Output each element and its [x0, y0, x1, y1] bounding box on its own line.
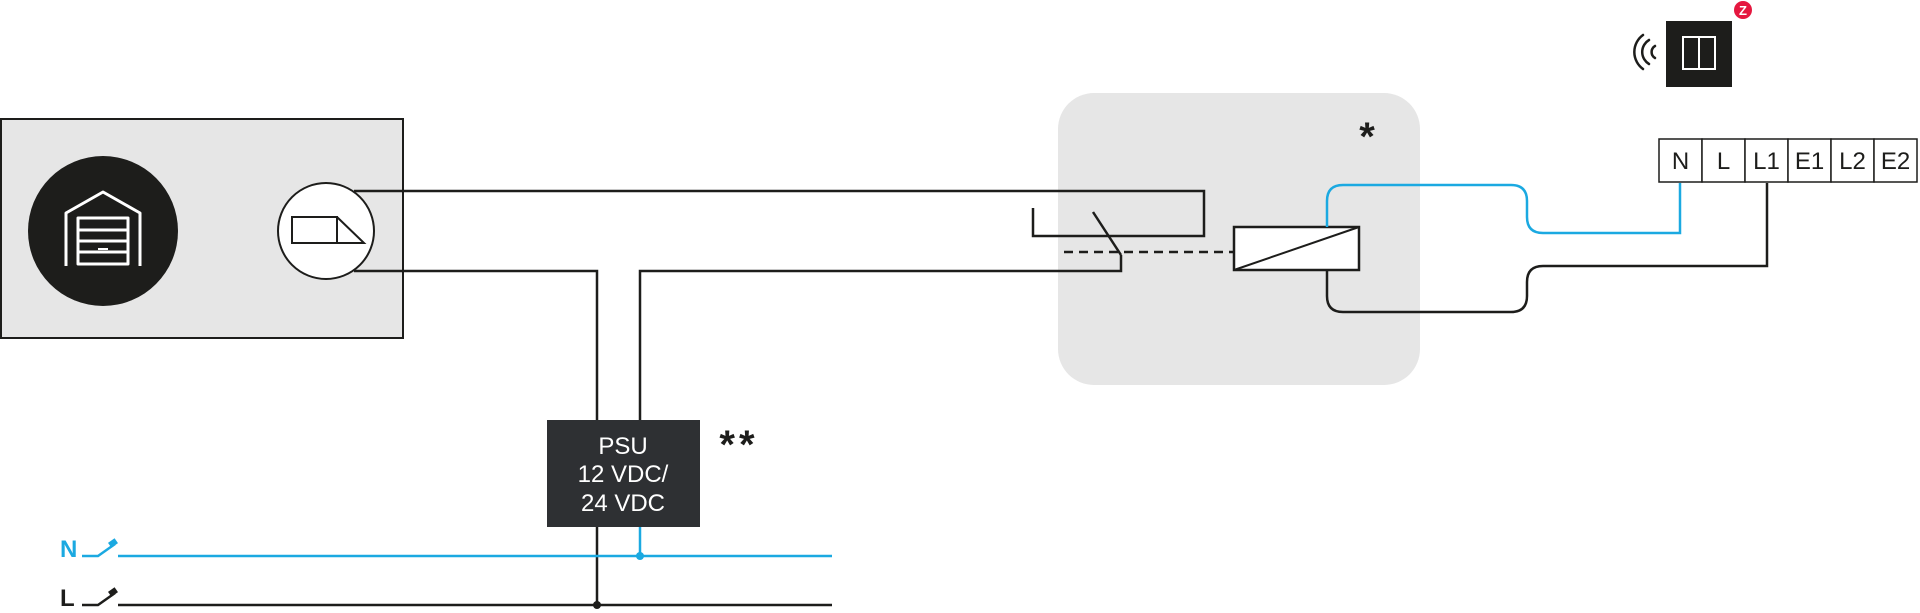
- psu-voltage-12: 12 VDC/: [578, 461, 669, 488]
- svg-text:L1: L1: [1753, 148, 1780, 175]
- relay-contact-arm: [1091, 211, 1123, 256]
- sensor-wire-top: [354, 189, 1206, 238]
- svg-text:E1: E1: [1795, 148, 1824, 175]
- terminal-l2: L2: [1830, 138, 1875, 183]
- svg-text:E2: E2: [1881, 148, 1910, 175]
- junction-n: [636, 552, 644, 560]
- sensor-input-badge: [277, 182, 375, 280]
- module-note-marker: *: [1359, 115, 1375, 159]
- neutral-switch-icon: [82, 542, 116, 558]
- terminal-n: N: [1658, 138, 1703, 183]
- z-wave-logo-icon: Z: [1734, 1, 1752, 19]
- coil-to-l1-wire: [1325, 183, 1769, 314]
- mains-supply: N L: [60, 536, 118, 612]
- junction-l: [593, 601, 601, 609]
- psu-positive-wire: [638, 255, 1123, 420]
- svg-text:L2: L2: [1839, 148, 1866, 175]
- coil-to-n-wire: [1325, 183, 1682, 235]
- svg-text:Z: Z: [1739, 3, 1747, 18]
- terminal-l: L: [1701, 138, 1746, 183]
- sensor-wire-bottom: [354, 269, 599, 420]
- wireless-signal-icon: [1633, 33, 1657, 71]
- garage-door-opener: [0, 118, 404, 339]
- wireless-switch-device: Z: [1633, 1, 1752, 87]
- black-wires: [118, 183, 1769, 609]
- psu-label: PSU: [598, 433, 647, 460]
- svg-text:L: L: [1717, 148, 1730, 175]
- terminal-e1: E1: [1787, 138, 1832, 183]
- terminal-l1: L1: [1744, 138, 1789, 183]
- svg-text:N: N: [1672, 148, 1689, 175]
- terminal-e2: E2: [1873, 138, 1918, 183]
- psu-voltage-24: 24 VDC: [581, 490, 665, 517]
- relay-coil-diagonal: [1233, 226, 1360, 271]
- psu-module: PSU 12 VDC/ 24 VDC **: [547, 420, 758, 527]
- door-sensor-icon: [291, 216, 367, 244]
- mains-neutral-label: N: [60, 536, 77, 563]
- blue-wires: [118, 183, 1682, 560]
- mains-line-label: L: [60, 585, 75, 612]
- psu-box: [547, 420, 700, 527]
- garage-door-icon: [64, 190, 142, 266]
- psu-note-marker: **: [719, 423, 758, 467]
- line-switch-icon: [82, 591, 116, 607]
- terminal-block: N L L1 E1 L2 E2: [1658, 138, 1918, 183]
